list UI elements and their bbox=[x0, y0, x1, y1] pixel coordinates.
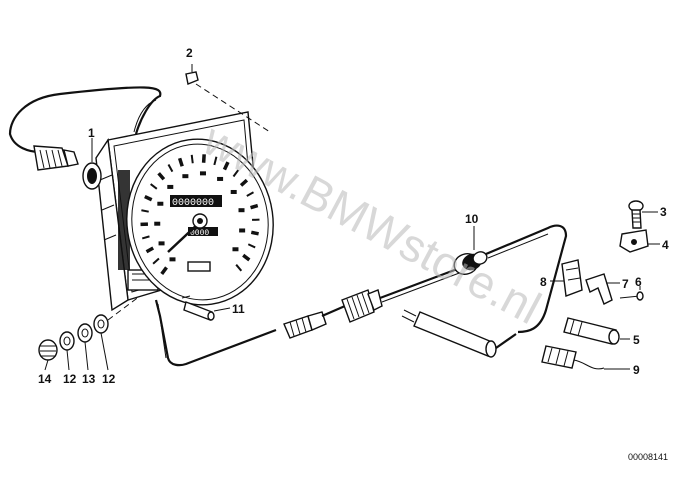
callout-2: 2 bbox=[186, 46, 193, 60]
callout-3: 3 bbox=[660, 205, 667, 219]
dial-tick bbox=[160, 266, 168, 276]
dial-tick bbox=[239, 178, 249, 187]
dial-numeral-mark bbox=[167, 184, 174, 189]
speedometer-dial: 0000000 0000 bbox=[126, 138, 274, 306]
dial-tick bbox=[145, 246, 155, 254]
dial-numeral-mark bbox=[230, 189, 237, 194]
odometer-total: 0000000 bbox=[170, 195, 222, 209]
threaded-coupling bbox=[341, 289, 383, 323]
dial-tick bbox=[141, 235, 150, 240]
cable-end-connector bbox=[33, 145, 79, 171]
dial-numeral-mark bbox=[158, 241, 165, 246]
dial-tick bbox=[152, 257, 160, 265]
dial-tick bbox=[232, 169, 240, 178]
odometer-total-text: 0000000 bbox=[172, 198, 214, 209]
dial-tick bbox=[150, 183, 158, 190]
dial-tick bbox=[167, 163, 174, 173]
callout-5: 5 bbox=[633, 333, 640, 347]
part-12-washer-b bbox=[93, 314, 109, 334]
callout-10: 10 bbox=[465, 212, 479, 226]
part-2-screw bbox=[185, 64, 271, 133]
callout-9: 9 bbox=[633, 363, 640, 377]
dial-tick bbox=[246, 191, 254, 197]
callout-12-b: 12 bbox=[102, 372, 116, 386]
dial-tick bbox=[201, 154, 206, 163]
part-6-screw bbox=[619, 286, 644, 301]
dial-tick bbox=[157, 172, 166, 181]
dial-numeral-mark bbox=[169, 257, 176, 262]
callout-8: 8 bbox=[540, 275, 547, 289]
part-5-sleeve bbox=[563, 317, 630, 345]
odometer-trip: 0000 bbox=[188, 227, 218, 238]
part-11-pin bbox=[183, 301, 231, 321]
right-cable-loop bbox=[401, 224, 568, 358]
callout-1: 1 bbox=[88, 126, 95, 140]
diagram-part-number: 00008141 bbox=[628, 452, 668, 462]
dial-tick bbox=[144, 194, 153, 202]
dial-tick bbox=[242, 253, 251, 262]
dial-tick bbox=[222, 161, 230, 171]
part-1-gear-ring bbox=[82, 142, 102, 190]
dial-tick bbox=[190, 154, 194, 164]
dial-tick bbox=[250, 230, 259, 236]
dial-tick bbox=[250, 203, 259, 210]
dial-tick bbox=[235, 264, 243, 272]
callout-12-a: 12 bbox=[63, 372, 77, 386]
dial-numeral-mark bbox=[199, 171, 206, 176]
odometer-trip-text: 0000 bbox=[190, 229, 209, 238]
speedometer-needle bbox=[167, 221, 201, 253]
dial-numeral-mark bbox=[182, 174, 189, 179]
dial-tick-marks bbox=[140, 154, 260, 276]
part-10-grommet bbox=[453, 226, 488, 275]
part-4-clip bbox=[619, 229, 660, 253]
washer-stack bbox=[38, 295, 141, 361]
main-drive-cable bbox=[154, 266, 463, 367]
callout-11: 11 bbox=[232, 302, 245, 316]
part-12-washer-a bbox=[59, 331, 75, 351]
callout-14: 14 bbox=[38, 372, 52, 386]
dial-numeral-mark bbox=[232, 247, 239, 252]
part-9-connector bbox=[541, 345, 630, 370]
callout-6: 6 bbox=[635, 275, 642, 289]
callout-4: 4 bbox=[662, 238, 669, 252]
dial-numeral-mark bbox=[217, 176, 224, 181]
part-13-washer bbox=[77, 323, 93, 343]
part-7-bracket bbox=[585, 273, 620, 305]
dial-tick bbox=[177, 157, 184, 167]
callout-13: 13 bbox=[82, 372, 96, 386]
dial-numeral-mark bbox=[154, 221, 161, 226]
dial-numeral-mark bbox=[239, 228, 246, 233]
callout-7: 7 bbox=[622, 277, 629, 291]
dial-tick bbox=[213, 156, 218, 166]
dial-tick bbox=[141, 209, 149, 213]
part-14-nut bbox=[38, 339, 58, 361]
upper-cable bbox=[8, 86, 162, 171]
part-8-bracket bbox=[550, 259, 583, 297]
dial-numeral-mark bbox=[238, 208, 245, 213]
cable-ferrule bbox=[283, 311, 327, 339]
part-3-screw bbox=[628, 200, 658, 229]
dial-tick bbox=[247, 243, 256, 249]
dial-numeral-mark bbox=[157, 201, 164, 206]
